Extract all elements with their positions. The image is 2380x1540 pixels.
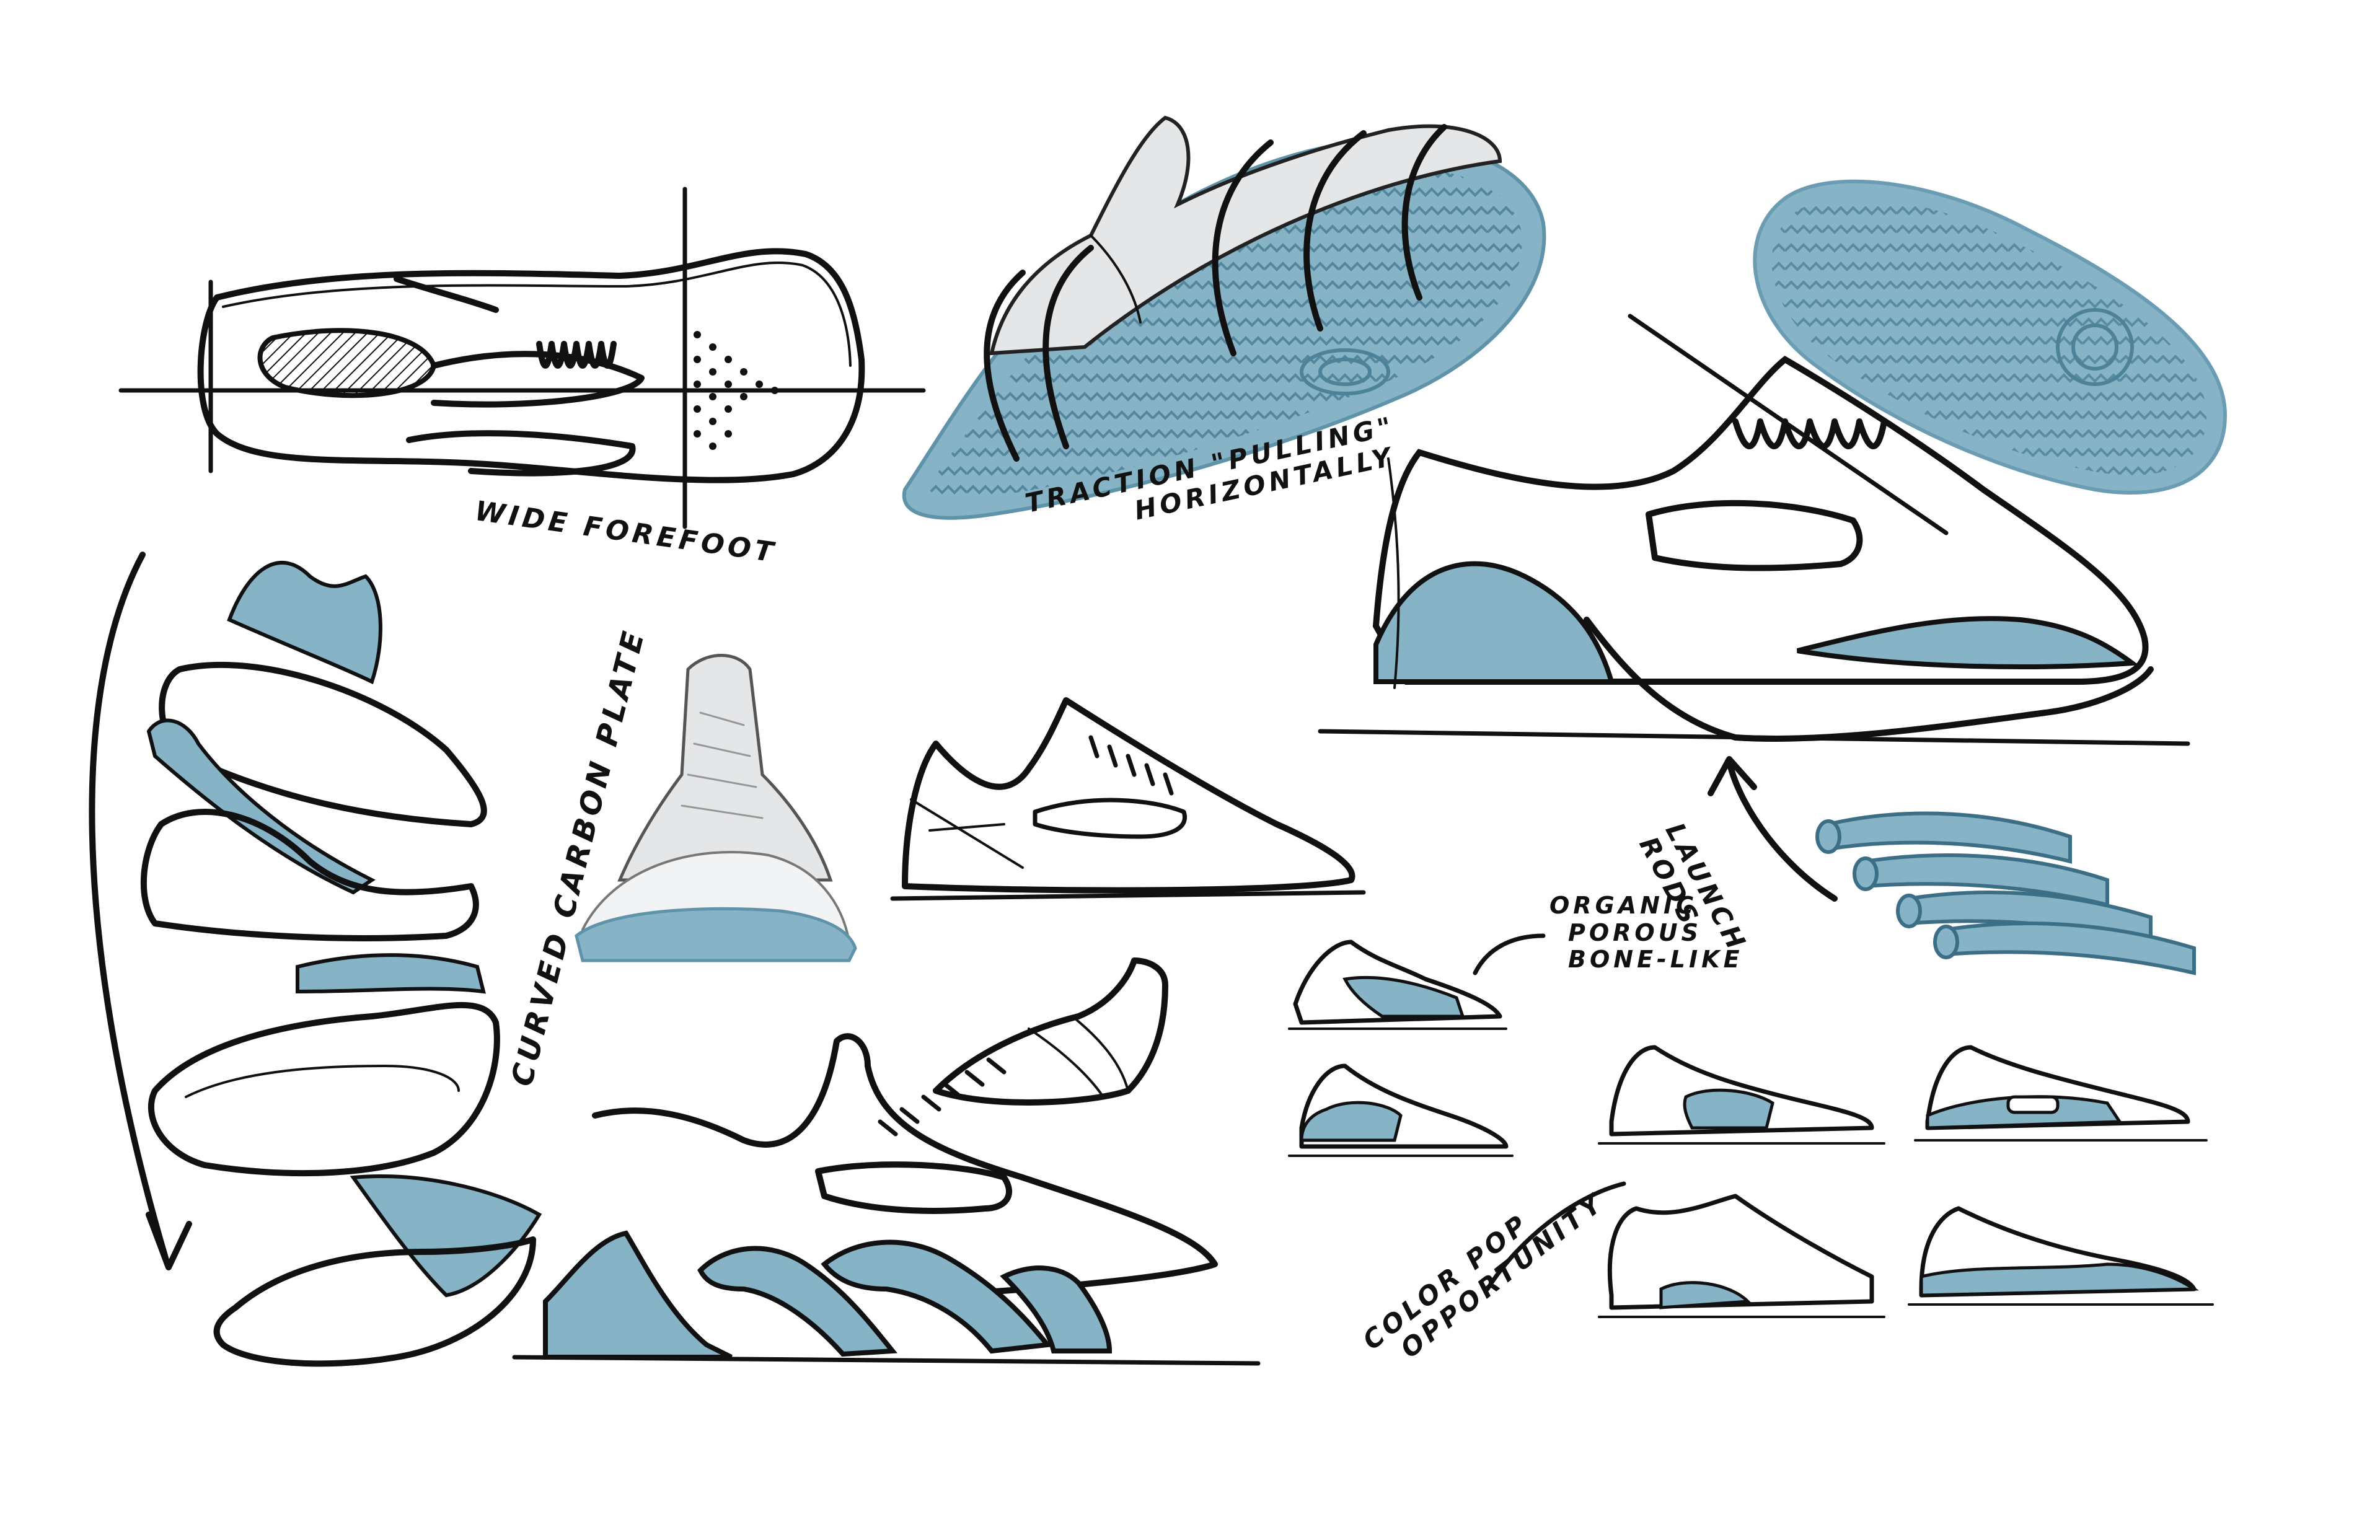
thumbnail-variant-5: [1598, 1194, 1885, 1318]
large-side-profile-sketch: [1318, 314, 2190, 746]
outsole-pattern-render: [1753, 179, 2228, 495]
outsole-traction-render: [902, 115, 1546, 520]
thumbnail-variant-6: [1908, 1206, 2214, 1306]
thumbnail-variant-4: [1914, 1045, 2208, 1142]
thumbnail-variant-3: [1598, 1045, 1885, 1145]
front-view-render: [575, 654, 857, 962]
thumbnail-variant-2: [1288, 1063, 1514, 1157]
annotation-organic-line3: BONE-LIKE: [1568, 946, 1743, 974]
mid-side-sketch: [890, 697, 1366, 901]
thumbnail-variant-1: [1288, 939, 1507, 1030]
large-blue-side-sketch: [512, 1033, 1261, 1366]
carbon-plate-exploded-sketches: [89, 552, 542, 1367]
annotation-organic-line2: POROUS: [1568, 918, 1702, 946]
launch-rods-sketch: [1708, 756, 2196, 975]
annotation-organic-line1: ORGANIC: [1549, 892, 1697, 919]
top-view-outline-sketch: [118, 187, 926, 529]
slip-on-sketch: [933, 957, 1168, 1106]
thumbnail-variants-grid: [1288, 933, 2214, 1318]
annotation-organic: ORGANIC POROUS BONE-LIKE: [1549, 892, 1743, 974]
